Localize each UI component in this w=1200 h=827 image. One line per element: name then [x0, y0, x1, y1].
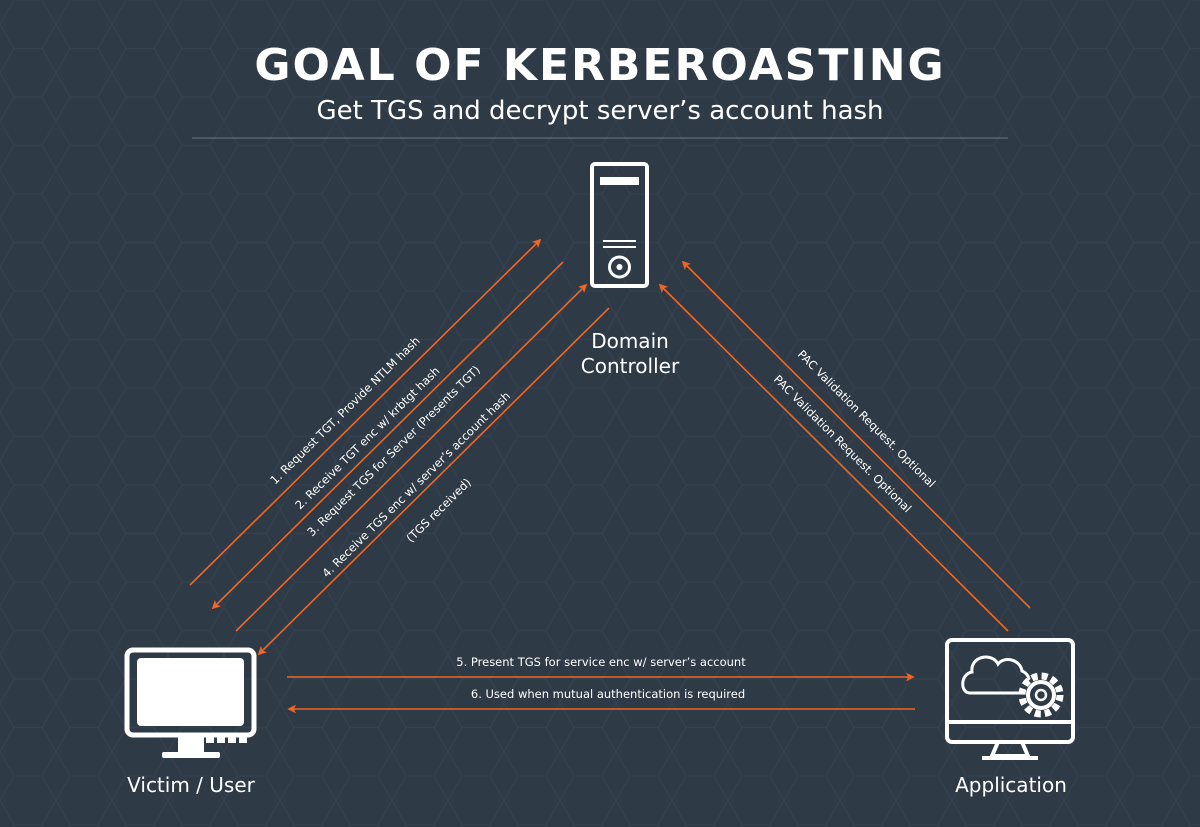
- arrow-step2: [211, 261, 564, 610]
- domain-controller-label-line2: Controller: [581, 354, 680, 378]
- page-subtitle: Get TGS and decrypt server’s account has…: [316, 96, 883, 126]
- arrow-step3: [235, 283, 588, 632]
- arrow-pac-request: [681, 260, 1031, 609]
- cloud-gear-monitor-icon: [945, 638, 1075, 760]
- application-label: Application: [955, 773, 1067, 797]
- page-title: GOAL OF KERBEROASTING: [254, 40, 945, 91]
- step5-label: 5. Present TGS for service enc w/ server…: [456, 655, 746, 669]
- domain-controller-label-line1: Domain: [591, 329, 669, 353]
- arrow-step1: [189, 238, 542, 586]
- server-tower-icon: [590, 162, 649, 288]
- victim-label: Victim / User: [127, 773, 255, 797]
- step6-label: 6. Used when mutual authentication is re…: [471, 687, 745, 701]
- arrow-step4: [257, 307, 610, 656]
- arrow-pac-response: [658, 283, 1009, 632]
- desktop-monitor-icon: [124, 647, 257, 758]
